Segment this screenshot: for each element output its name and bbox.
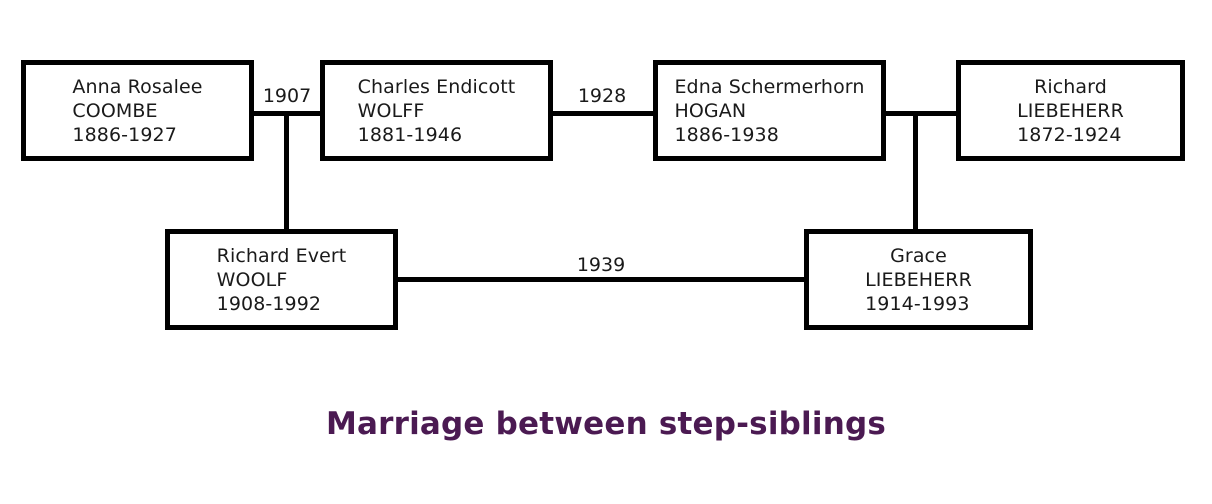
marriage-year-1939: 1939 xyxy=(570,254,632,276)
person-box-anna-coombe[interactable]: Anna Rosalee COOMBE 1886-1927 xyxy=(21,60,254,161)
person-surname: COOMBE xyxy=(72,99,158,122)
marriage-line-1928 xyxy=(552,111,654,116)
person-dates: 1908-1992 xyxy=(216,292,322,315)
person-box-grace-liebeherr[interactable]: Grace LIEBEHERR 1914-1993 xyxy=(804,229,1033,330)
person-dates: 1886-1927 xyxy=(72,123,177,146)
person-given-name: Edna Schermerhorn xyxy=(674,75,865,98)
person-surname: LIEBEHERR xyxy=(1017,99,1124,122)
marriage-line-1939 xyxy=(397,277,805,282)
person-box-edna-hogan[interactable]: Edna Schermerhorn HOGAN 1886-1938 xyxy=(653,60,886,161)
marriage-line-edna-richard xyxy=(885,111,957,116)
person-dates: 1886-1938 xyxy=(674,123,779,146)
person-dates: 1881-1946 xyxy=(357,123,463,146)
descent-line-to-grace xyxy=(913,111,918,233)
person-surname: LIEBEHERR xyxy=(865,268,972,291)
person-surname: WOOLF xyxy=(216,268,288,291)
person-surname: HOGAN xyxy=(674,99,747,122)
diagram-caption: Marriage between step-siblings xyxy=(325,406,887,442)
person-given-name: Richard xyxy=(1034,75,1107,98)
marriage-year-1928: 1928 xyxy=(571,85,633,107)
person-given-name: Richard Evert xyxy=(216,244,347,267)
marriage-year-1907: 1907 xyxy=(256,85,318,107)
person-dates: 1914-1993 xyxy=(865,292,970,315)
descent-line-1907-to-richard-woolf xyxy=(284,111,289,233)
person-box-charles-wolff[interactable]: Charles Endicott WOLFF 1881-1946 xyxy=(320,60,553,161)
person-dates: 1872-1924 xyxy=(1017,123,1122,146)
person-box-richard-liebeherr[interactable]: Richard LIEBEHERR 1872-1924 xyxy=(956,60,1185,161)
person-given-name: Grace xyxy=(890,244,947,267)
person-surname: WOLFF xyxy=(357,99,425,122)
person-given-name: Anna Rosalee xyxy=(72,75,203,98)
person-box-richard-evert-woolf[interactable]: Richard Evert WOOLF 1908-1992 xyxy=(165,229,398,330)
person-given-name: Charles Endicott xyxy=(357,75,516,98)
